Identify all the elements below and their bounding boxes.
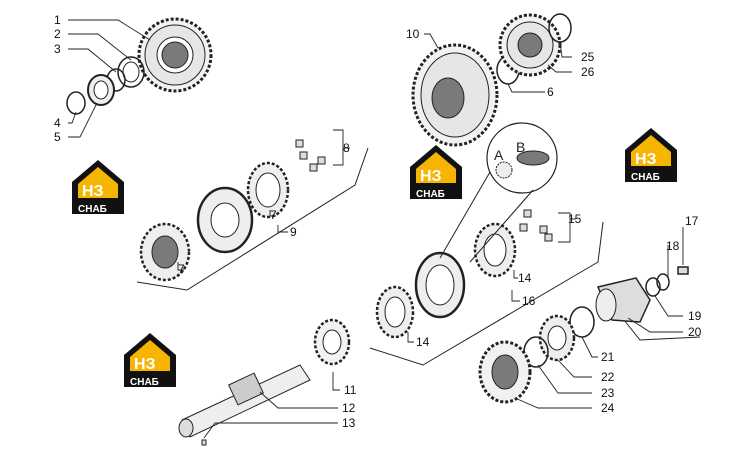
svg-text:НЗ: НЗ	[134, 356, 156, 373]
svg-text:СНАБ: СНАБ	[130, 377, 159, 388]
callout-7-a: 7	[270, 208, 277, 222]
ring-2-3	[106, 56, 145, 92]
svg-text:СНАБ: СНАБ	[416, 189, 445, 200]
callout-26: 26	[581, 65, 595, 79]
callout-11: 11	[344, 383, 357, 397]
shaft-12	[178, 364, 311, 438]
callout-6: 6	[547, 85, 554, 99]
callout-22: 22	[601, 370, 615, 384]
gear-11	[313, 318, 351, 366]
callout-9: 9	[290, 225, 297, 239]
callout-8: 8	[343, 141, 350, 155]
callout-14-a: 14	[518, 271, 532, 285]
callout-4: 4	[54, 116, 61, 130]
callout-21: 21	[601, 350, 615, 364]
logo-icon: НЗ СНАБ	[124, 333, 176, 388]
callout-19: 19	[688, 309, 702, 323]
callout-1: 1	[54, 13, 61, 27]
synchro-group-7-9	[139, 161, 290, 282]
gear-26	[498, 13, 562, 77]
bearing-group-21-23	[523, 306, 595, 368]
callout-25: 25	[581, 50, 595, 64]
gear-1	[137, 17, 213, 93]
callout-12: 12	[342, 401, 356, 415]
callout-3: 3	[54, 42, 61, 56]
callout-17: 17	[685, 214, 699, 228]
logo-icon: НЗ СНАБ	[72, 160, 124, 215]
callout-numbers: 1 2 3 4 5 6 7 7 8 9 10 11 12 13 14 14 15…	[54, 13, 702, 430]
callout-10: 10	[406, 27, 420, 41]
callout-18: 18	[666, 239, 680, 253]
callout-13: 13	[342, 416, 356, 430]
svg-text:СНАБ: СНАБ	[631, 172, 660, 183]
group-14-16-frame	[369, 221, 604, 366]
gear-24	[478, 340, 532, 404]
callout-14-b: 14	[416, 335, 430, 349]
detail-label-a: A	[494, 147, 504, 163]
detail-label-b: B	[516, 139, 525, 155]
callout-7-b: 7	[178, 262, 185, 276]
yoke-frame	[619, 314, 701, 341]
bolts-8	[295, 139, 326, 172]
guide-lines	[136, 147, 701, 366]
bearing-5	[87, 74, 115, 106]
callout-23: 23	[601, 386, 615, 400]
gear-10	[411, 43, 499, 147]
pin-13	[201, 439, 207, 446]
bolts-15	[519, 209, 553, 242]
detail-circle-ab: A B	[439, 122, 558, 263]
svg-text:НЗ: НЗ	[635, 151, 657, 168]
circlip-4	[66, 91, 86, 115]
callout-20: 20	[688, 325, 702, 339]
logo-icon: НЗ СНАБ	[410, 145, 462, 200]
callout-16: 16	[522, 294, 536, 308]
yoke-20	[595, 277, 651, 323]
logo-word: СНАБ	[78, 204, 107, 215]
callout-2: 2	[54, 27, 61, 41]
logo-mark: НЗ	[82, 183, 104, 200]
synchro-group-14-16	[375, 222, 517, 339]
group-7-9-frame	[136, 147, 369, 291]
washer-19-18-bolt-17	[645, 266, 689, 297]
callout-5: 5	[54, 130, 61, 144]
svg-text:НЗ: НЗ	[420, 168, 442, 185]
callout-24: 24	[601, 401, 615, 415]
callout-15: 15	[568, 212, 582, 226]
logo-icon: НЗ СНАБ	[625, 128, 677, 183]
leader-lines	[68, 19, 684, 439]
